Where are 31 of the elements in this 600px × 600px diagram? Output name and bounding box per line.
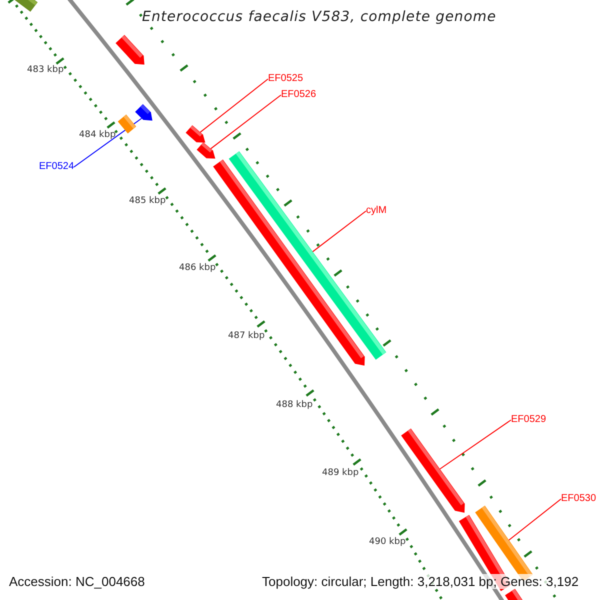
scale-label: 489 kbp: [322, 468, 359, 479]
scale-label: 490 kbp: [369, 537, 406, 548]
title: Enterococcus faecalis V583, complete genome: [142, 9, 496, 26]
footer-text: Topology: circular; Length: 3,218,031 bp; Genes: 3,192: [262, 574, 579, 589]
leader-line: [312, 210, 366, 252]
gene-feature: [186, 125, 206, 143]
scale-label: 484 kbp: [79, 130, 116, 141]
gene-label: EF0530: [561, 493, 596, 505]
gene-label: cylM: [366, 205, 387, 217]
gene-feature: [116, 34, 144, 65]
gene-label: EF0525: [268, 73, 304, 85]
gene-feature: [14, 0, 38, 12]
scale-label: 483 kbp: [27, 65, 64, 76]
gene-feature: [401, 428, 465, 513]
gene-feature: [505, 588, 523, 600]
scale-label: 487 kbp: [228, 331, 265, 342]
gene-feature: [135, 104, 152, 121]
leader-line: [200, 78, 268, 133]
scale-label: 488 kbp: [276, 400, 313, 411]
leader-line: [74, 118, 142, 168]
gene-feature: [196, 142, 216, 159]
gene-label: EF0526: [281, 89, 316, 101]
gene-label: EF0524: [39, 161, 74, 173]
leader-line: [210, 94, 282, 150]
scale-label: 485 kbp: [129, 196, 166, 207]
footer-text: Accession: NC_004668: [9, 574, 145, 589]
gene-label: EF0529: [511, 414, 546, 426]
leader-line: [439, 420, 512, 470]
leader-line: [508, 498, 562, 541]
scale-label: 486 kbp: [179, 263, 216, 274]
gene-feature: [118, 114, 136, 134]
